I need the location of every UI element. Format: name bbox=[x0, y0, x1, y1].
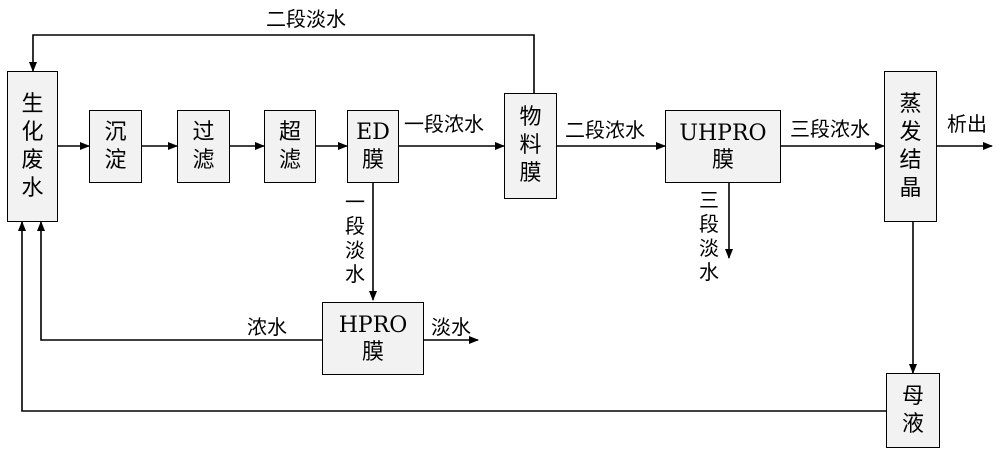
node-filtration-label: 过滤 bbox=[192, 119, 215, 173]
node-mother-liquor: 母液 bbox=[886, 373, 940, 448]
node-hpro-label-line1: HPRO bbox=[338, 312, 408, 338]
arrow-mother-liquor-return bbox=[18, 221, 886, 412]
node-uhpro-label-line1: UHPRO bbox=[679, 120, 767, 146]
node-material-membrane: 物料膜 bbox=[504, 93, 557, 199]
label-stage2-fresh-water: 二段淡水 bbox=[266, 7, 346, 31]
label-stage3-concentrate: 三段浓水 bbox=[790, 117, 870, 141]
node-material-membrane-label: 物料膜 bbox=[519, 105, 542, 186]
arrow-stage2-fresh-water bbox=[29, 34, 535, 93]
node-evaporation-crystallization-label: 蒸发结晶 bbox=[899, 91, 922, 201]
node-ed-membrane-label: ED膜 bbox=[356, 119, 390, 173]
label-stage3-fresh-water: 三段淡水 bbox=[699, 188, 719, 284]
label-fresh-water: 淡水 bbox=[431, 315, 471, 339]
label-precipitate: 析出 bbox=[947, 112, 987, 136]
node-hpro-membrane: HPRO 膜 bbox=[322, 302, 424, 375]
node-biochemical-wastewater-label: 生化废水 bbox=[21, 91, 44, 201]
node-ed-membrane: ED膜 bbox=[347, 110, 399, 183]
node-sedimentation-label: 沉淀 bbox=[104, 119, 127, 173]
node-hpro-label-line2: 膜 bbox=[361, 339, 384, 365]
node-mother-liquor-label: 母液 bbox=[901, 383, 924, 437]
node-ultrafiltration-label: 超滤 bbox=[278, 119, 301, 173]
node-filtration: 过滤 bbox=[177, 110, 230, 183]
label-stage1-fresh-water: 一段淡水 bbox=[345, 190, 365, 286]
node-uhpro-membrane: UHPRO 膜 bbox=[665, 110, 781, 183]
node-ultrafiltration: 超滤 bbox=[264, 110, 316, 183]
label-concentrate: 浓水 bbox=[247, 315, 287, 339]
node-evaporation-crystallization: 蒸发结晶 bbox=[884, 71, 937, 222]
node-biochemical-wastewater: 生化废水 bbox=[7, 71, 58, 222]
node-sedimentation: 沉淀 bbox=[89, 110, 142, 183]
label-stage2-concentrate: 二段浓水 bbox=[565, 118, 645, 142]
label-stage1-concentrate: 一段浓水 bbox=[404, 112, 484, 136]
arrow-hpro-concentrate bbox=[37, 221, 322, 341]
node-uhpro-label-line2: 膜 bbox=[711, 147, 734, 173]
